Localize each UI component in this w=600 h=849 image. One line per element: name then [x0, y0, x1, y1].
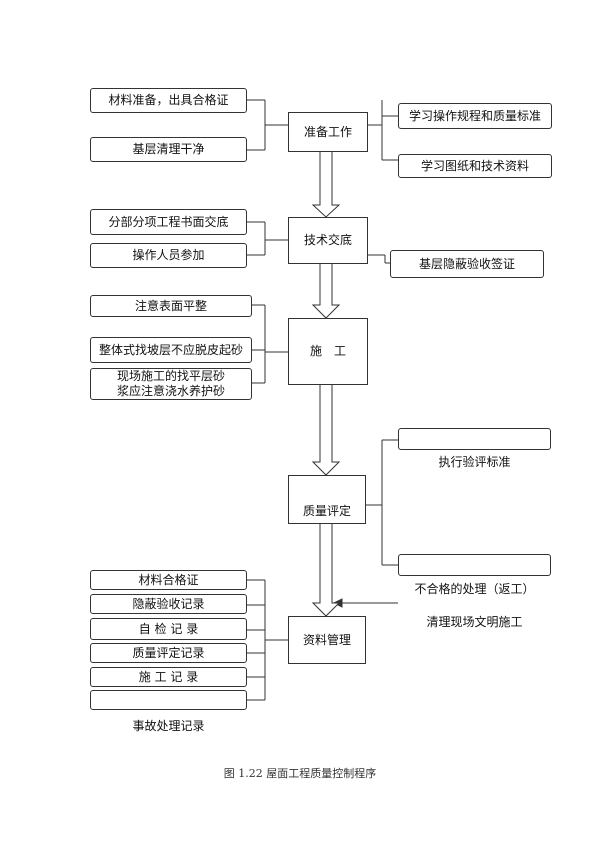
right-prep-item-1: 学习操作规程和质量标准: [398, 103, 552, 129]
center-step-prep: 准备工作: [288, 112, 368, 152]
left-prep-item-2: 基层清理干净: [90, 137, 247, 162]
center-step-quality: 质量评定: [288, 475, 366, 524]
record-item-3: 自 检 记 录: [90, 618, 247, 640]
left-prep-item-1: 材料准备，出具合格证: [90, 88, 247, 113]
record-item-6-box: [90, 690, 247, 710]
right-prep-item-2: 学习图纸和技术资料: [398, 154, 552, 178]
left-construct-item-1: 注意表面平整: [90, 295, 252, 317]
record-item-1: 材料合格证: [90, 570, 247, 590]
right-quality-box-2: [398, 554, 551, 576]
record-item-2: 隐蔽验收记录: [90, 594, 247, 614]
right-tech-item-1: 基层隐蔽验收签证: [390, 250, 544, 278]
left-construct-item-3-line-2: 浆应注意浇水养护砂: [116, 384, 225, 398]
record-item-6: 事故处理记录: [132, 719, 205, 733]
right-quality-label-3: 清理现场文明施工: [426, 615, 523, 629]
left-construct-item-2: 整体式找坡层不应脱皮起砂: [90, 337, 252, 363]
left-tech-item-2: 操作人员参加: [90, 243, 247, 268]
center-step-tech: 技术交底: [288, 217, 368, 264]
right-quality-box-1: [398, 428, 551, 450]
record-item-5: 施 工 记 录: [90, 667, 247, 687]
center-step-construct: 施 工: [288, 318, 368, 385]
center-step-records: 资料管理: [288, 616, 366, 664]
right-quality-label-2: 不合格的处理（返工）: [414, 582, 535, 596]
figure-caption: 图 1.22 屋面工程质量控制程序: [223, 767, 377, 780]
right-quality-label-1: 执行验评标准: [438, 455, 511, 469]
record-item-4: 质量评定记录: [90, 643, 247, 663]
left-construct-item-3: 现场施工的找平层砂 浆应注意浇水养护砂: [90, 368, 252, 400]
left-construct-item-3-line-1: 现场施工的找平层砂: [116, 369, 225, 383]
left-tech-item-1: 分部分项工程书面交底: [90, 209, 247, 235]
